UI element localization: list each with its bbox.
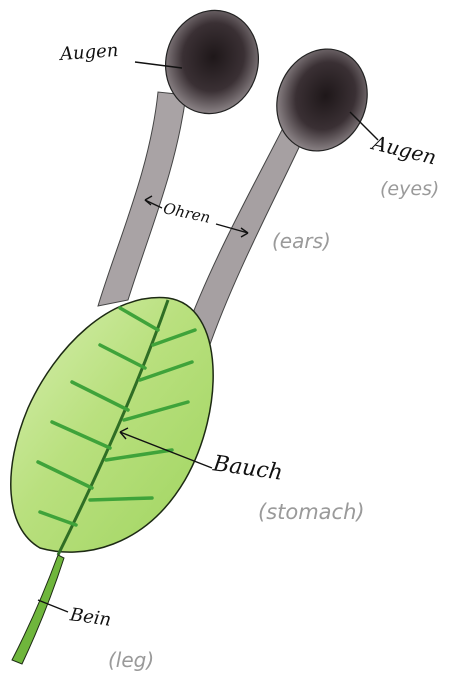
left-eye-stalk bbox=[98, 92, 186, 306]
label-eyes-translation: (eyes) bbox=[380, 178, 439, 200]
label-stomach-translation: (stomach) bbox=[258, 500, 365, 524]
label-ears-translation: (ears) bbox=[272, 229, 331, 253]
leaf-body bbox=[11, 298, 213, 555]
leaf-stem-leg bbox=[12, 555, 64, 664]
label-leg-translation: (leg) bbox=[108, 648, 154, 672]
label-augen-left: Augen bbox=[59, 40, 119, 65]
